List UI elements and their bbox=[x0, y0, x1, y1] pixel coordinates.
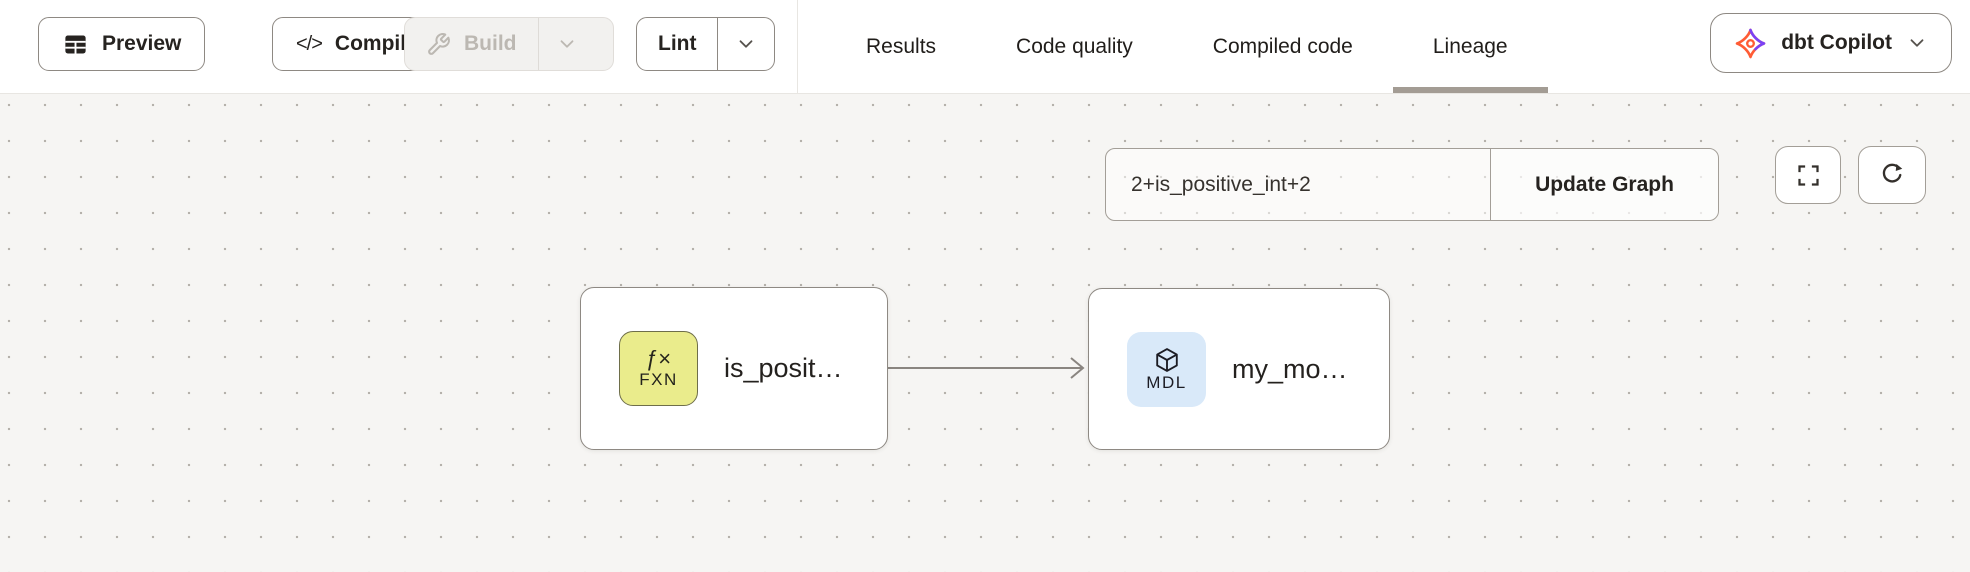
lineage-canvas[interactable]: Update Graph ƒ× FXN is_posit… bbox=[0, 94, 1970, 572]
refresh-button[interactable] bbox=[1858, 146, 1926, 204]
chevron-down-icon bbox=[560, 40, 573, 48]
build-button[interactable]: Build bbox=[405, 18, 538, 70]
node-label: is_posit… bbox=[724, 353, 843, 383]
lint-button-group[interactable]: Lint bbox=[636, 17, 775, 71]
model-cube-icon: MDL bbox=[1127, 331, 1206, 407]
header-divider bbox=[797, 0, 798, 93]
editor-action-bar: Preview </> Compile Build Lint bbox=[0, 0, 1970, 94]
tab-code-quality[interactable]: Code quality bbox=[1016, 0, 1133, 93]
preview-button-label: Preview bbox=[102, 32, 182, 55]
preview-button[interactable]: Preview bbox=[38, 17, 206, 71]
lint-button[interactable]: Lint bbox=[637, 18, 717, 70]
code-icon: </> bbox=[296, 32, 323, 55]
mdl-code-label: MDL bbox=[1146, 372, 1187, 392]
tab-compiled-code-label: Compiled code bbox=[1212, 34, 1353, 58]
refresh-icon bbox=[1882, 163, 1903, 183]
fx-symbol: ƒ× bbox=[645, 346, 672, 372]
chevron-down-icon bbox=[740, 40, 753, 48]
graph-node-function[interactable]: ƒ× FXN is_posit… bbox=[580, 287, 888, 450]
tab-results[interactable]: Results bbox=[866, 0, 936, 93]
tab-lineage-label: Lineage bbox=[1432, 34, 1508, 58]
lint-dropdown-toggle[interactable] bbox=[717, 18, 774, 70]
dbt-copilot-icon bbox=[1735, 28, 1766, 58]
build-button-label: Build bbox=[464, 32, 517, 55]
build-dropdown-toggle[interactable] bbox=[537, 18, 595, 70]
chevron-down-icon bbox=[1910, 39, 1924, 47]
tab-results-label: Results bbox=[866, 34, 937, 58]
wrench-icon bbox=[428, 32, 450, 55]
dbt-copilot-label: dbt Copilot bbox=[1781, 31, 1892, 54]
lint-button-label: Lint bbox=[658, 32, 697, 55]
compile-button-label: Compile bbox=[334, 32, 418, 55]
dbt-copilot-button[interactable]: dbt Copilot bbox=[1710, 13, 1952, 73]
lineage-selector-input[interactable] bbox=[1106, 149, 1490, 220]
graph-node-model[interactable]: MDL my_mo… bbox=[1088, 288, 1390, 450]
lineage-selector-group: Update Graph bbox=[1105, 148, 1719, 221]
result-tabs: Results Code quality Compiled code Linea… bbox=[866, 0, 1548, 93]
fxn-code-label: FXN bbox=[639, 370, 678, 390]
fullscreen-button[interactable] bbox=[1775, 146, 1841, 204]
function-icon: ƒ× FXN bbox=[619, 331, 698, 406]
tab-code-quality-label: Code quality bbox=[1016, 34, 1133, 58]
table-icon bbox=[65, 35, 86, 53]
tab-lineage[interactable]: Lineage bbox=[1393, 0, 1548, 93]
node-label: my_mo… bbox=[1232, 353, 1348, 384]
tab-compiled-code[interactable]: Compiled code bbox=[1213, 0, 1353, 93]
build-button-group[interactable]: Build bbox=[404, 17, 614, 71]
update-graph-button[interactable]: Update Graph bbox=[1490, 149, 1718, 220]
update-graph-label: Update Graph bbox=[1535, 172, 1674, 196]
lineage-edge bbox=[888, 357, 1085, 379]
fullscreen-icon bbox=[1797, 164, 1819, 186]
cube-icon bbox=[1155, 347, 1178, 372]
